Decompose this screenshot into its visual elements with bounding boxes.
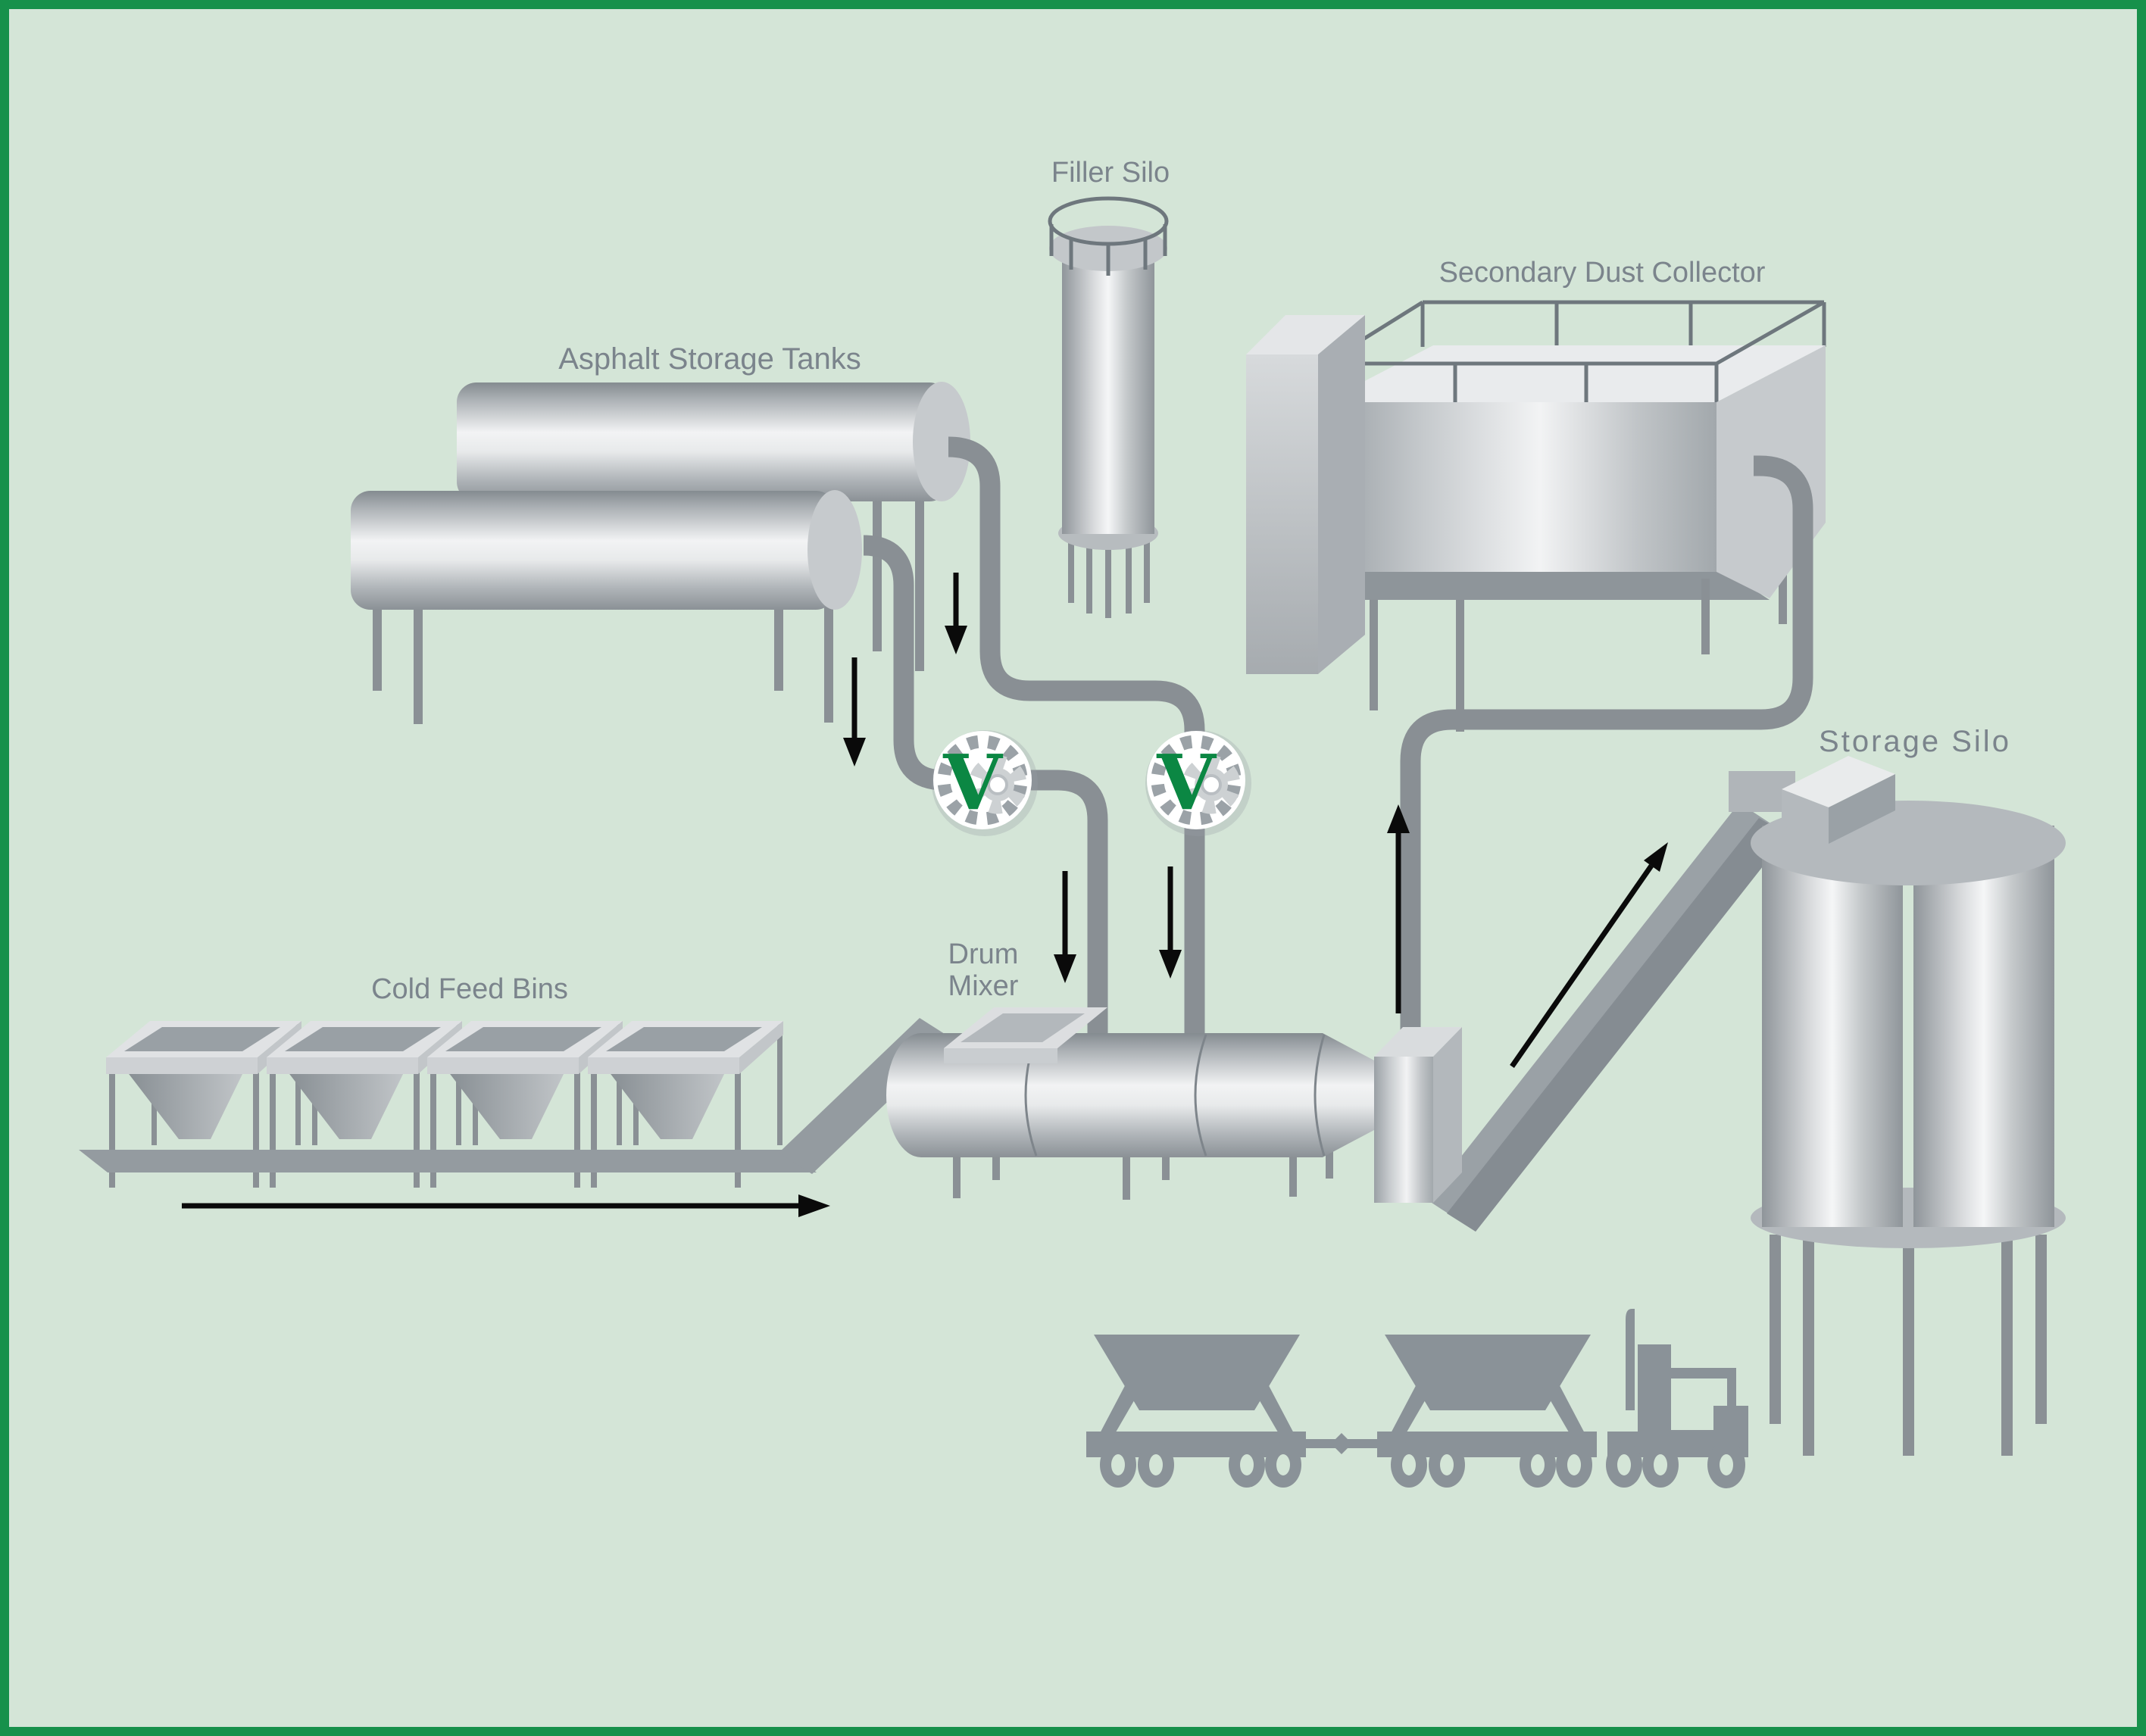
back-tank-body — [457, 382, 949, 501]
feed-belt — [79, 1150, 817, 1172]
drum-taper — [1323, 1033, 1374, 1157]
conveyor-head — [1729, 771, 1795, 812]
rotary-valve-logo-icon: V — [932, 730, 1038, 836]
valve-logo-letter: V — [942, 738, 1003, 827]
hopper-trailer — [1086, 1335, 1306, 1488]
pipe-back-tank-to-valve2 — [948, 436, 1205, 785]
storage-silo-left-cylinder — [1762, 826, 1903, 1227]
drum-mixer — [886, 455, 1813, 1232]
filler-silo-body — [1062, 250, 1154, 534]
cold-feed-bins — [79, 1018, 953, 1188]
label-filler-silo: Filler Silo — [1051, 157, 1170, 189]
front-tank-body — [351, 491, 836, 610]
pipe-valve1-to-drum — [982, 770, 1108, 1038]
back-tank-end-cap — [913, 382, 970, 501]
truck-silhouette — [1086, 1309, 1748, 1488]
drum-outlet-box-side — [1433, 1027, 1462, 1203]
arrow-down-from-front-tank — [843, 657, 866, 767]
pipe-drum-to-dust-collector — [1400, 455, 1813, 1045]
arrow-up-conveyor-to-silo — [1510, 842, 1668, 1068]
arrow-right-feed-belt — [182, 1194, 830, 1217]
arrow-down-into-drum-left — [1054, 871, 1076, 983]
feed-bin — [588, 1021, 783, 1188]
label-secondary-dust-collector: Secondary Dust Collector — [1439, 257, 1766, 289]
truck-tractor — [1606, 1309, 1748, 1488]
hopper-trailer — [1377, 1335, 1597, 1488]
silo-top-box-front — [1782, 789, 1829, 844]
feed-bin — [106, 1021, 301, 1188]
label-mixer: Mixer — [948, 970, 1019, 1002]
rotary-valve-logo-icon: V — [1145, 730, 1251, 836]
label-asphalt-storage-tanks: Asphalt Storage Tanks — [558, 342, 861, 376]
silo-top-box-top — [1782, 756, 1895, 807]
collector-underside — [1288, 565, 1770, 600]
label-storage-silo: Storage Silo — [1819, 725, 2011, 758]
secondary-dust-collector — [1288, 300, 1826, 732]
storage-silo-right-cylinder — [1913, 826, 2054, 1227]
exhaust-column — [1246, 315, 1365, 674]
drum-outlet-box-top — [1374, 1027, 1462, 1057]
pipe-front-tank-to-valve1 — [863, 535, 982, 791]
collector-front-face — [1324, 402, 1716, 572]
collector-top-deck — [1324, 345, 1826, 402]
label-drum: Drum — [948, 938, 1019, 970]
filler-silo — [1048, 196, 1169, 618]
label-cold-feed-bins: Cold Feed Bins — [371, 973, 568, 1005]
valve-logo-letter: V — [1156, 738, 1217, 827]
storage-silo — [1729, 756, 2066, 1456]
drum-outlet-box — [1374, 1057, 1433, 1203]
front-tank-end-cap — [807, 490, 862, 610]
silo-top-box-side — [1829, 774, 1895, 844]
arrow-up-to-dust-collector — [1387, 804, 1410, 1013]
arrow-down-from-back-tank — [945, 573, 967, 654]
arrow-down-into-drum-right — [1159, 866, 1182, 979]
